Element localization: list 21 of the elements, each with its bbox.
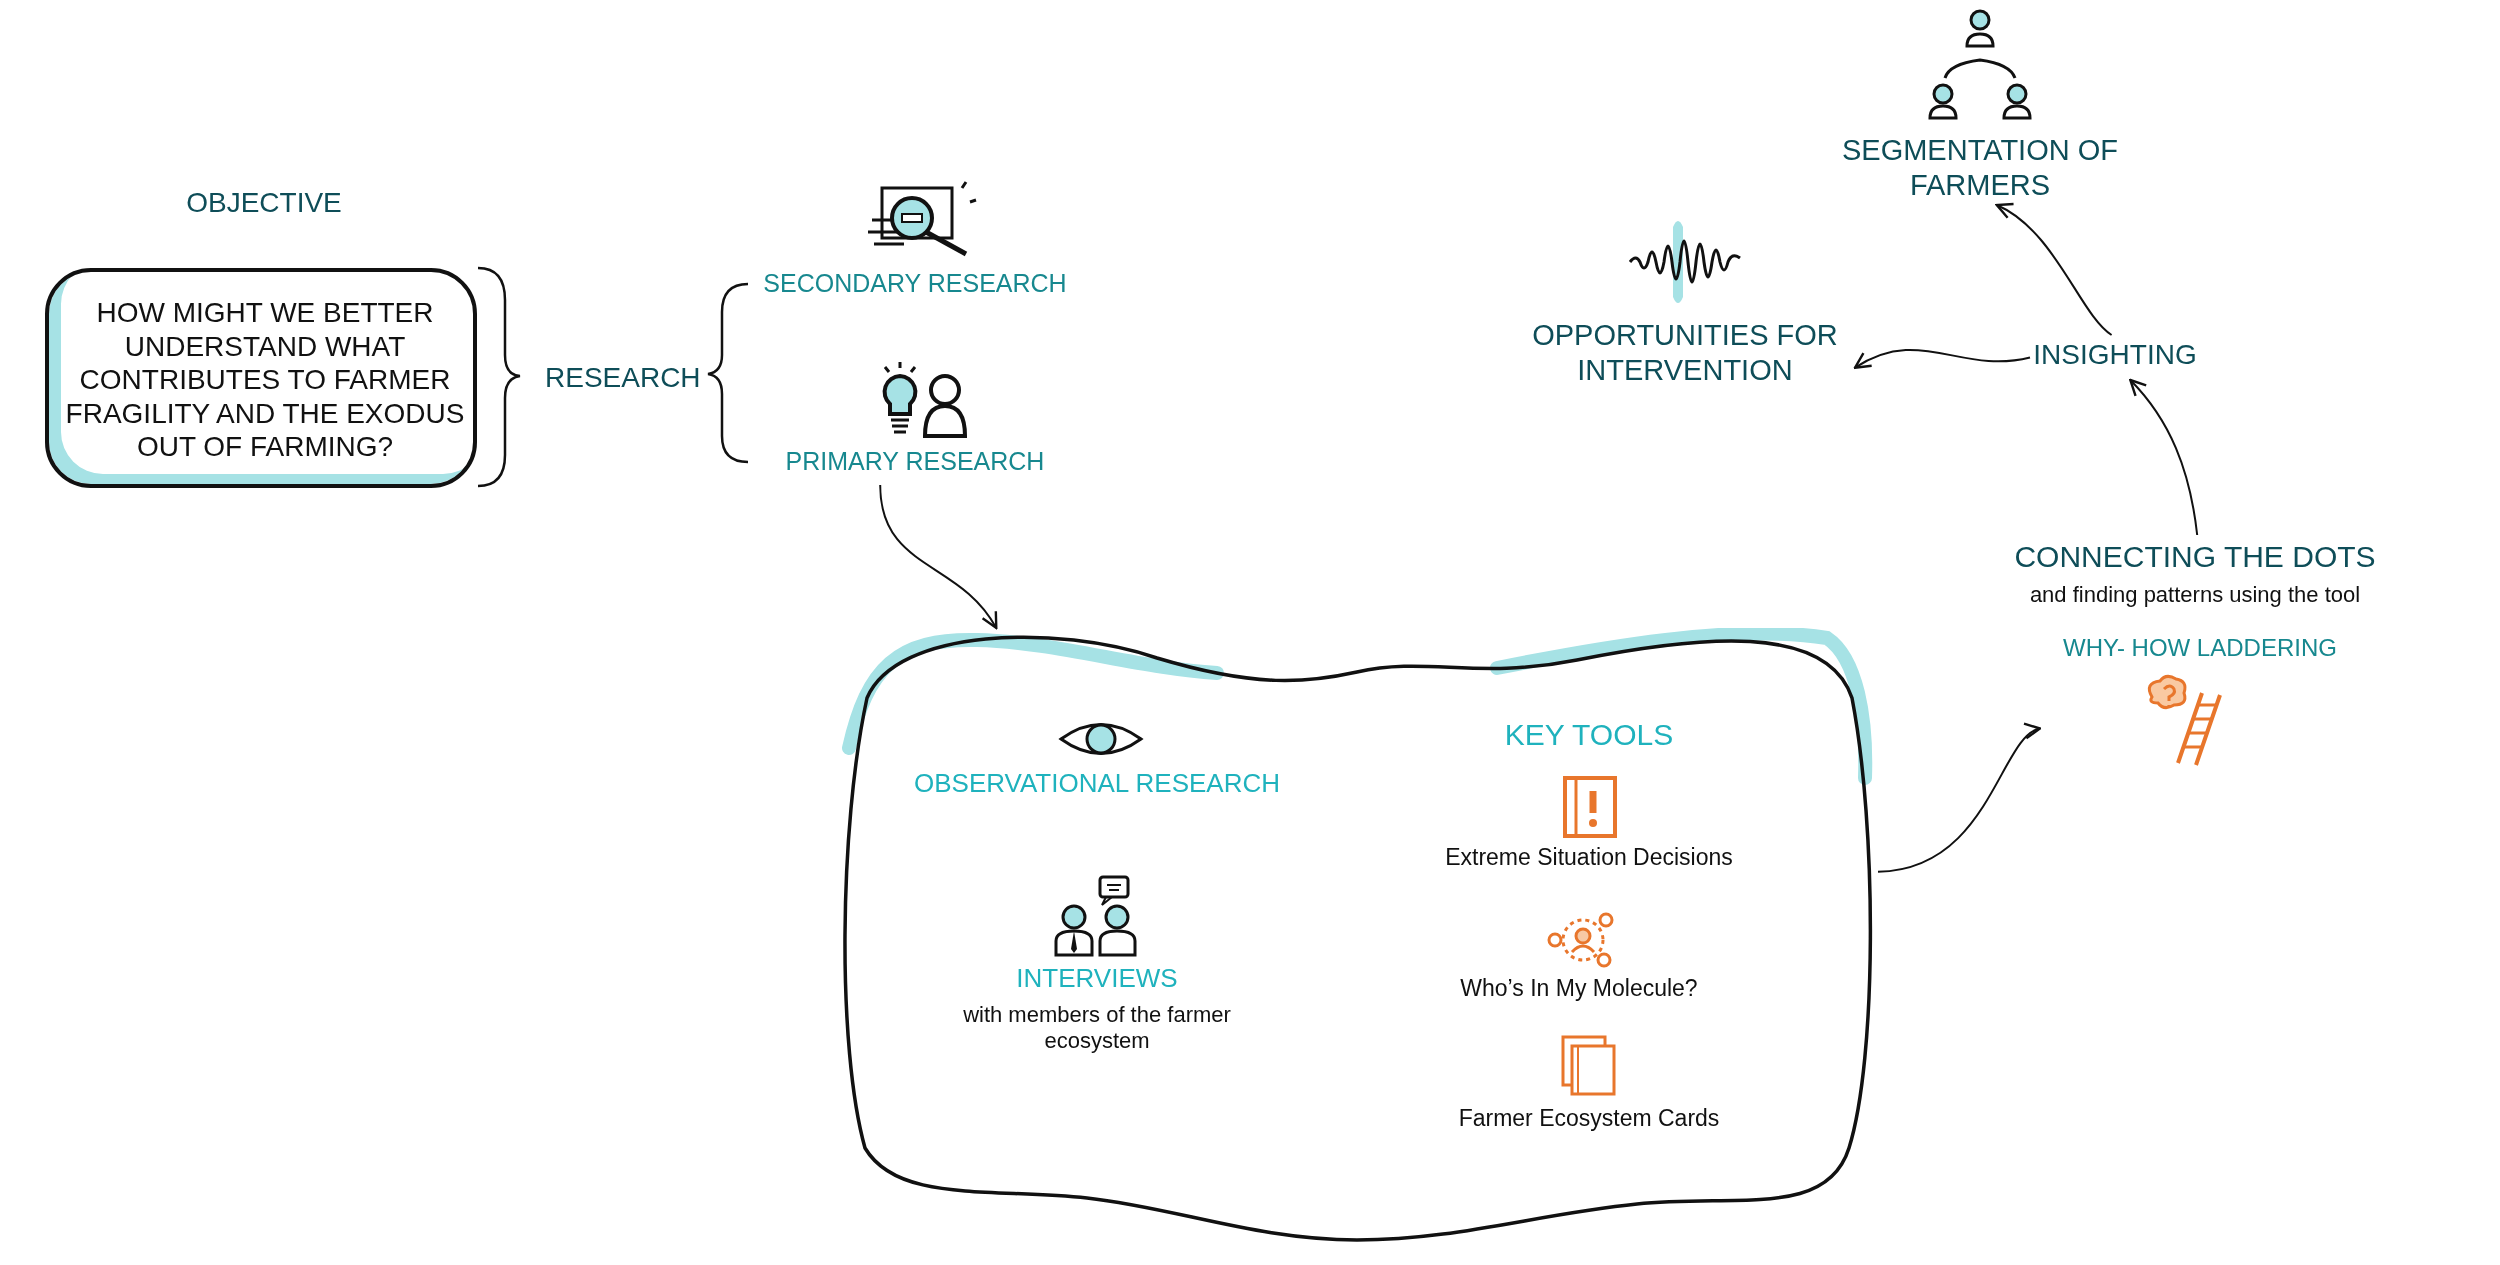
label: SECONDARY RESEARCH <box>762 268 1068 298</box>
label: INSIGHTING <box>2030 335 2200 380</box>
tool-name: Farmer Ecosystem Cards <box>1457 1105 1721 1133</box>
heading: OBJECTIVE <box>185 186 343 220</box>
heading: OBSERVATIONAL RESEARCH <box>913 768 1281 800</box>
question-text: HOW MIGHT WE BETTER UNDERSTAND WHAT CONTRIBUTES TO FARMER FRAGILITY AND THE EXODUS OUT OF FARMING? <box>64 296 466 464</box>
tool-name: Who’s In My Molecule? <box>1459 975 1699 1003</box>
label: PRIMARY RESEARCH <box>784 446 1046 476</box>
tool-name: Extreme Situation Decisions <box>1444 844 1734 872</box>
label: WHY- HOW LADDERING <box>2062 634 2338 663</box>
arrow <box>1995 203 2113 336</box>
label: OPPORTUNITIES FOR INTERVENTION <box>1531 318 1839 388</box>
description: with members of the farmer ecosystem <box>962 1002 1232 1055</box>
arrow <box>1853 348 2031 369</box>
arrow <box>879 484 998 630</box>
label: SEGMENTATION OF FARMERS <box>1840 133 2119 203</box>
heading: CONNECTING THE DOTS <box>2013 539 2377 575</box>
heading: INTERVIEWS <box>1015 963 1179 995</box>
heading: KEY TOOLS <box>1503 717 1675 753</box>
arrow <box>2129 378 2199 536</box>
description: and finding patterns using the tool <box>2028 582 2362 609</box>
